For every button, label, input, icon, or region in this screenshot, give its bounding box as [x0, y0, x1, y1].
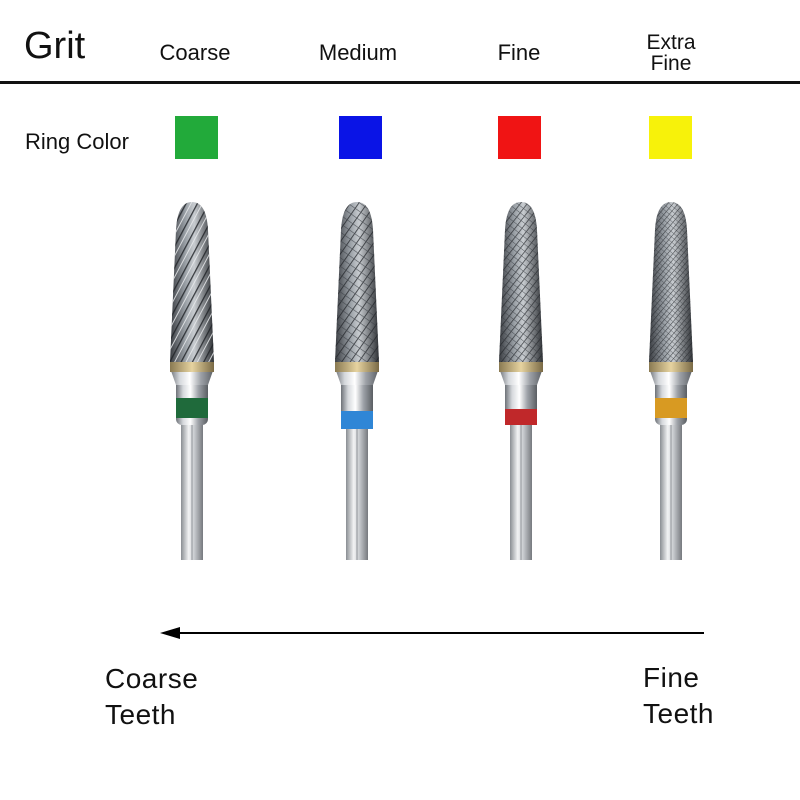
header-divider — [0, 81, 800, 84]
grit-label-medium: Medium — [318, 40, 398, 65]
coarse-teeth-line2: Teeth — [105, 699, 176, 730]
fine-teeth-line1: Fine — [643, 662, 700, 693]
ring-swatch-extra-fine — [649, 116, 692, 159]
ring-swatch-medium — [339, 116, 382, 159]
coarse-teeth-label: Coarse Teeth — [105, 661, 198, 733]
bur-medium — [335, 202, 379, 560]
coarse-to-fine-arrow — [160, 627, 704, 639]
coarse-teeth-line1: Coarse — [105, 663, 199, 694]
fine-teeth-line2: Teeth — [643, 698, 714, 729]
fine-teeth-label: Fine Teeth — [643, 660, 714, 732]
bur-fine — [499, 202, 543, 560]
bur-extra-fine — [649, 202, 693, 560]
grit-label-extra-fine-line1: Extra — [646, 31, 696, 54]
bur-coarse — [170, 202, 214, 560]
page-title: Grit — [24, 25, 86, 67]
grit-label-coarse: Coarse — [159, 40, 231, 65]
ring-swatch-coarse — [175, 116, 218, 159]
grit-label-fine: Fine — [497, 40, 541, 65]
ring-swatch-fine — [498, 116, 541, 159]
grit-label-extra-fine: Extra Fine — [611, 32, 731, 74]
ring-color-label: Ring Color — [25, 129, 129, 154]
grit-label-extra-fine-line2: Fine — [650, 52, 692, 75]
bur-illustrations — [170, 202, 693, 560]
